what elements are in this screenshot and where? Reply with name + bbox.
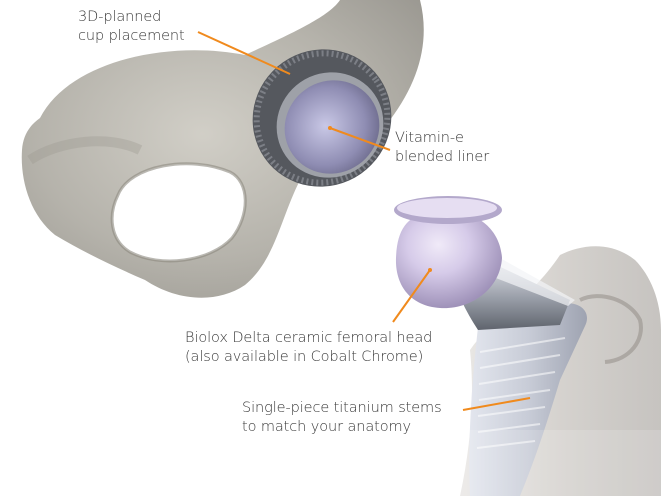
label-cup-placement-line1: 3D-planned [78,8,185,27]
label-stem-line2: to match your anatomy [242,418,442,437]
label-liner: Vitamin-e blended liner [395,129,489,167]
label-femoral-head: Biolox Delta ceramic femoral head (also … [185,329,432,367]
ceramic-femoral-head [394,196,502,308]
label-stem-line1: Single-piece titanium stems [242,399,442,418]
label-liner-line2: blended liner [395,148,489,167]
label-cup-placement: 3D-planned cup placement [78,8,185,46]
label-femoral-head-line2: (also available in Cobalt Chrome) [185,348,432,367]
label-stem: Single-piece titanium stems to match you… [242,399,442,437]
label-liner-line1: Vitamin-e [395,129,489,148]
label-cup-placement-line2: cup placement [78,27,185,46]
label-femoral-head-line1: Biolox Delta ceramic femoral head [185,329,432,348]
